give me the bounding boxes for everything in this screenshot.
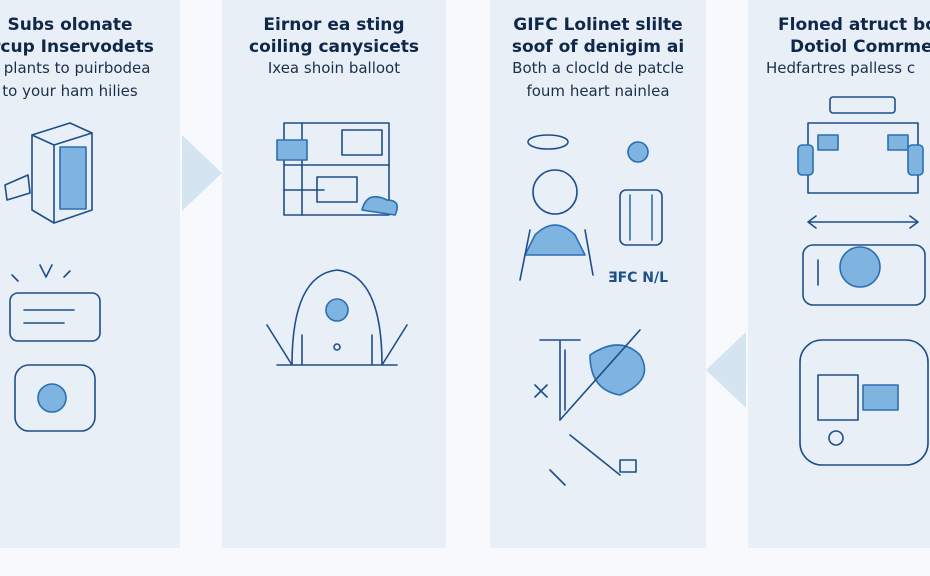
panel-title: Floned atruct bodinDotiol Comrments: [778, 15, 930, 57]
control-system-icon: [797, 96, 929, 466]
filter-box-icon: [4, 122, 101, 432]
flow-arrow-left: [706, 332, 746, 408]
panel-description: Hedfartres palless c: [766, 59, 916, 77]
flow-arrow-right: [182, 135, 222, 211]
step-panel-4: Floned atruct bodinDotiol Comrments Hedf…: [748, 0, 930, 548]
person-thinking-icon: ƎFC N/L: [519, 134, 668, 486]
workstation-icon: [266, 122, 408, 366]
panel-description: Ixea shoin balloot: [267, 59, 401, 77]
icon-label-text: ƎFC N/L: [608, 270, 668, 286]
